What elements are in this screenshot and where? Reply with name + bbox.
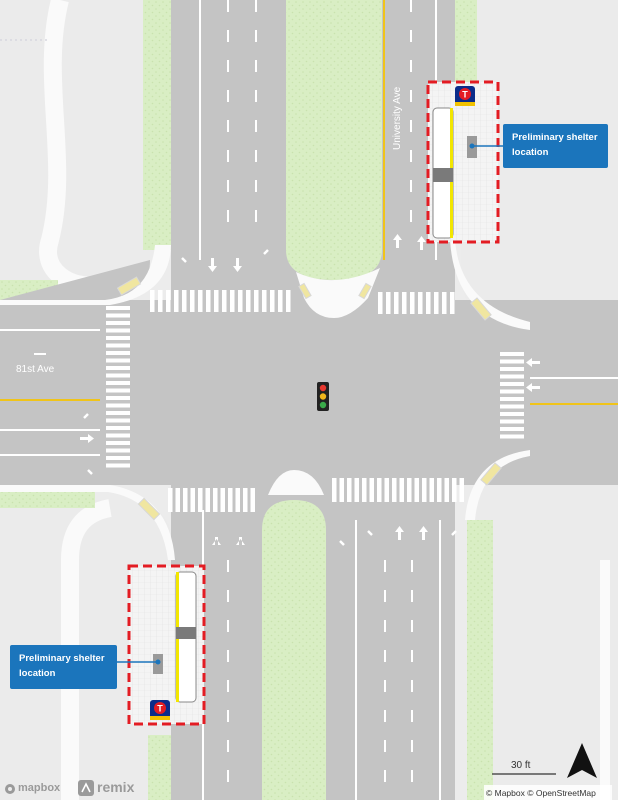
- lane-arrows: [80, 234, 540, 545]
- street-label-university-ave: University Ave: [392, 86, 403, 150]
- svg-text:T: T: [462, 90, 468, 100]
- crosswalk-south: [168, 478, 464, 512]
- transit-stop-icon: T: [150, 700, 170, 720]
- transit-stop-icon: T: [455, 86, 475, 106]
- north-arrow-icon: [567, 743, 597, 778]
- remix-logo: remix: [97, 779, 135, 795]
- crosswalk-west: [106, 306, 130, 468]
- scale-label: 30 ft: [511, 760, 531, 771]
- svg-text:T: T: [157, 704, 163, 714]
- bus-stop-southwest: [127, 564, 206, 726]
- crosswalk-east: [500, 352, 524, 439]
- map-attribution[interactable]: © Mapbox © OpenStreetMap: [486, 788, 596, 798]
- traffic-signal-icon: [317, 382, 329, 411]
- street-label-81st-ave: 81st Ave: [16, 364, 55, 375]
- mapbox-logo: mapbox: [18, 782, 61, 794]
- crosswalk-north: [150, 290, 455, 314]
- mapbox-logo-icon: [5, 784, 15, 794]
- callout-shelter-southwest: Preliminary shelter location: [10, 645, 117, 689]
- bus-stop-northeast: [426, 80, 500, 244]
- callout-shelter-northeast: Preliminary shelter location: [503, 124, 608, 168]
- remix-logo-icon: [78, 780, 94, 796]
